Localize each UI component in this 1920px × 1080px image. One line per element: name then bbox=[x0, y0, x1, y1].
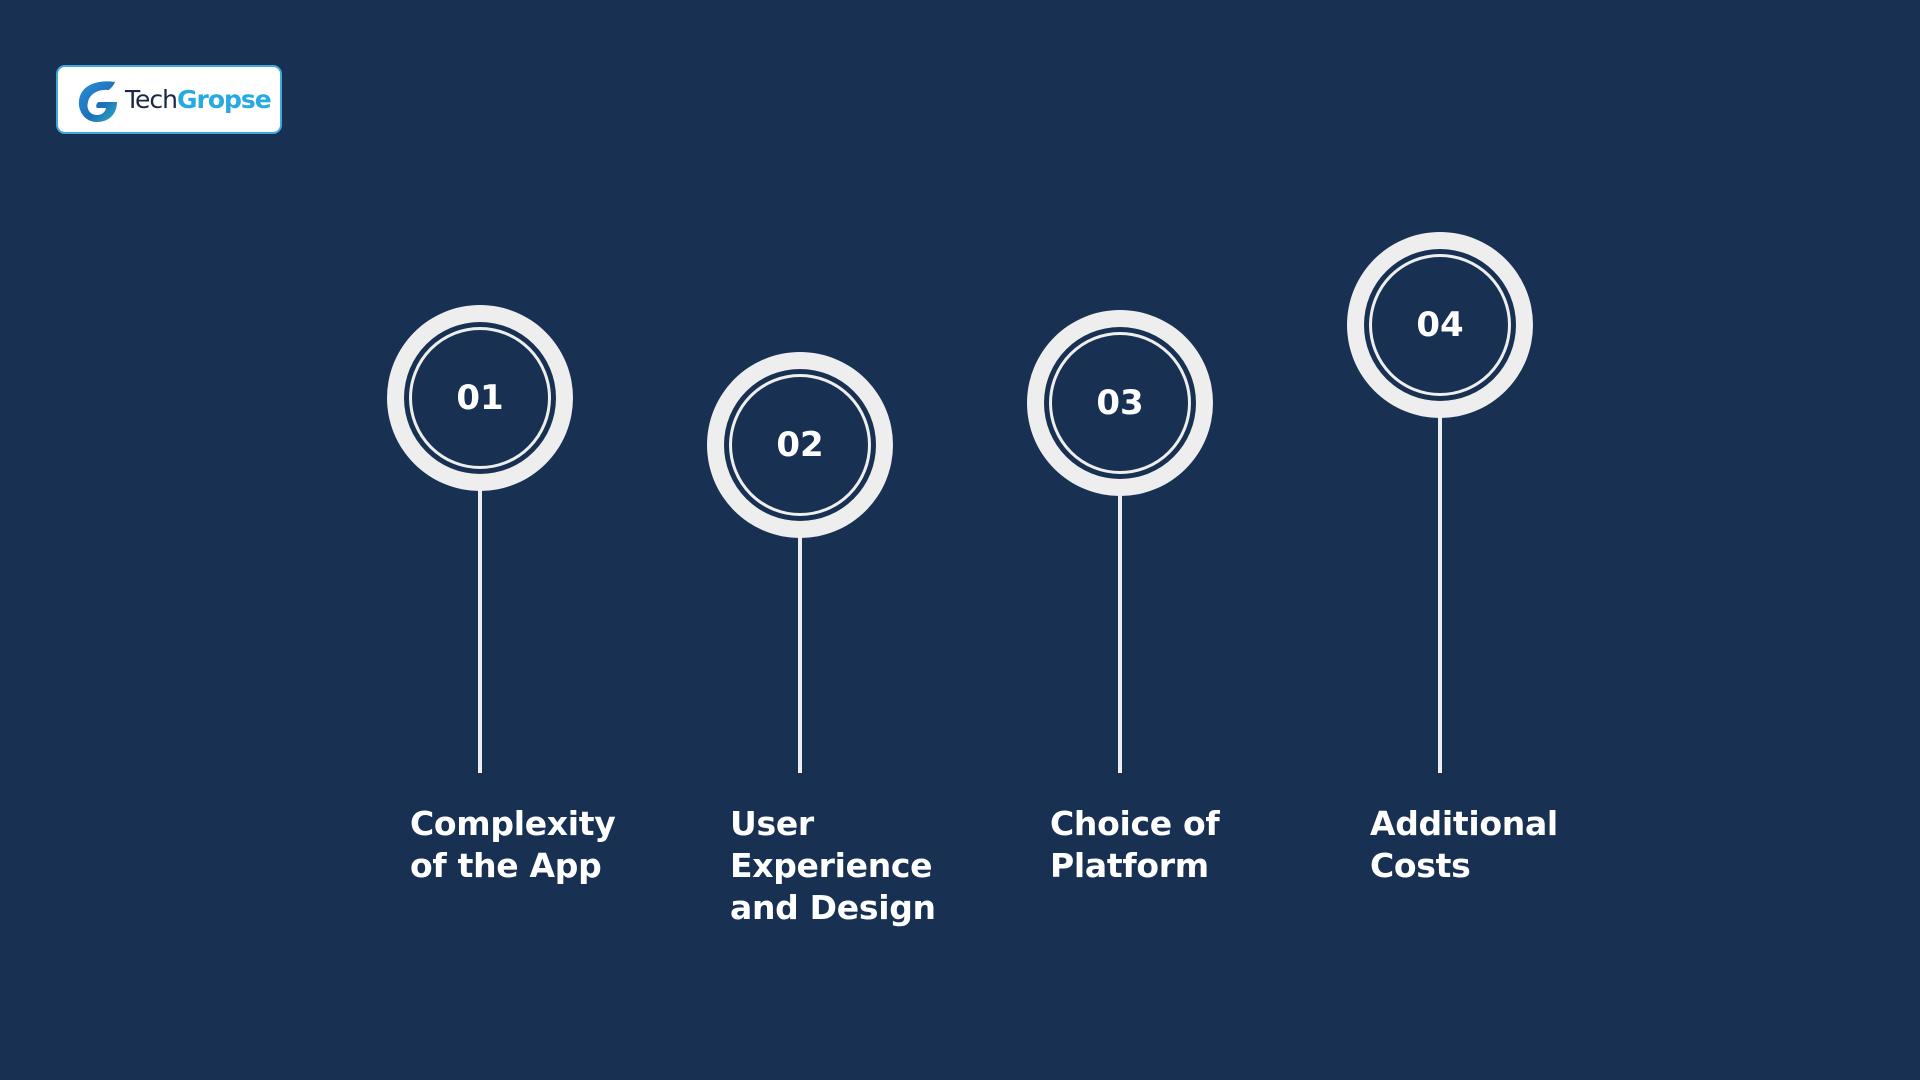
step-03-inner-circle: 03 bbox=[1049, 332, 1191, 474]
step-04-title: Additional Costs bbox=[1370, 803, 1558, 887]
step-02-outer-ring: 02 bbox=[707, 352, 893, 538]
step-03-title-line: Platform bbox=[1050, 846, 1209, 885]
step-01-inner-circle: 01 bbox=[409, 327, 551, 469]
step-02-title: User Experience and Design bbox=[730, 803, 936, 929]
step-01-connector-line bbox=[478, 488, 482, 773]
step-02-connector-line bbox=[798, 535, 802, 773]
step-04-connector-line bbox=[1438, 415, 1442, 773]
step-01-number: 01 bbox=[456, 378, 504, 418]
techgropse-logo: TechGropse bbox=[56, 65, 282, 134]
step-04-outer-ring: 04 bbox=[1347, 232, 1533, 418]
step-02-title-line: and Design bbox=[730, 888, 936, 927]
step-04-title-line: Additional bbox=[1370, 804, 1558, 843]
step-02-number: 02 bbox=[776, 425, 824, 465]
step-03-title: Choice of Platform bbox=[1050, 803, 1220, 887]
step-04-number: 04 bbox=[1416, 305, 1464, 345]
logo-wordmark-gropse: Gropse bbox=[177, 85, 272, 114]
step-02-title-line: User bbox=[730, 804, 814, 843]
step-03-outer-ring: 03 bbox=[1027, 310, 1213, 496]
step-03-number: 03 bbox=[1096, 383, 1144, 423]
step-03-title-line: Choice of bbox=[1050, 804, 1220, 843]
step-02-title-line: Experience bbox=[730, 846, 933, 885]
g-swirl-logo-icon bbox=[78, 81, 117, 122]
step-04-title-line: Costs bbox=[1370, 846, 1471, 885]
step-01-title: Complexity of the App bbox=[410, 803, 616, 887]
step-03-connector-line bbox=[1118, 493, 1122, 773]
step-01-title-line: of the App bbox=[410, 846, 602, 885]
logo-wordmark: TechGropse bbox=[125, 82, 272, 118]
step-01-outer-ring: 01 bbox=[387, 305, 573, 491]
step-02-inner-circle: 02 bbox=[729, 374, 871, 516]
step-01-title-line: Complexity bbox=[410, 804, 616, 843]
step-04-inner-circle: 04 bbox=[1369, 254, 1511, 396]
logo-wordmark-tech: Tech bbox=[125, 85, 178, 114]
